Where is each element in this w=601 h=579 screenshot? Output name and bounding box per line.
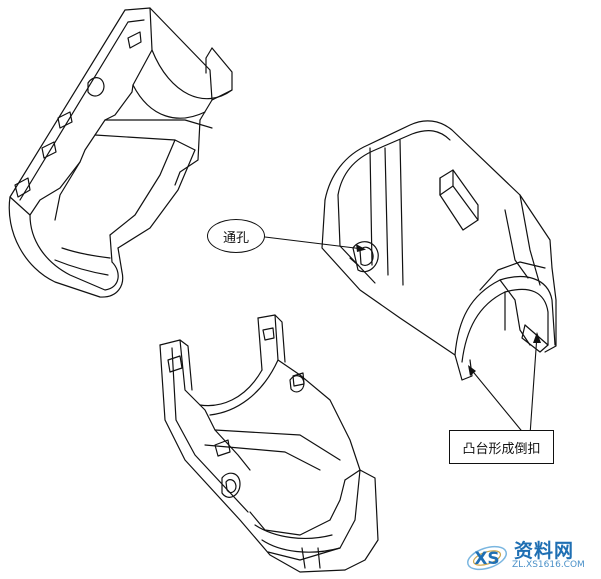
xs-logo-icon: XS: [466, 545, 508, 571]
callout-through-hole-label: 通孔: [222, 230, 249, 246]
arrowhead-boss-left: [468, 365, 476, 376]
leader-boss-left: [469, 367, 526, 436]
watermark-title: 资料网: [514, 540, 575, 562]
leader-lines: [264, 236, 538, 436]
callout-boss-undercut-label: 凸台形成倒扣: [462, 441, 541, 457]
leader-through-hole: [264, 236, 364, 250]
watermark-url: ZL.XS1616.COM: [512, 560, 585, 570]
arrowhead-boss-right: [533, 332, 541, 343]
part-lower-center-channel: [159, 314, 379, 573]
arrowheads: [356, 244, 541, 376]
leader-boss-right: [529, 334, 538, 436]
callout-boss-undercut: 凸台形成倒扣: [449, 430, 554, 464]
part-right-hood: [321, 120, 557, 381]
watermark: XS 资料网 ZL.XS1616.COM: [462, 534, 596, 576]
callout-through-hole: 通孔: [207, 219, 265, 253]
arrowhead-through-hole: [356, 244, 366, 252]
part-upper-left-channel: [8, 7, 233, 298]
logo-letters: XS: [474, 549, 499, 569]
